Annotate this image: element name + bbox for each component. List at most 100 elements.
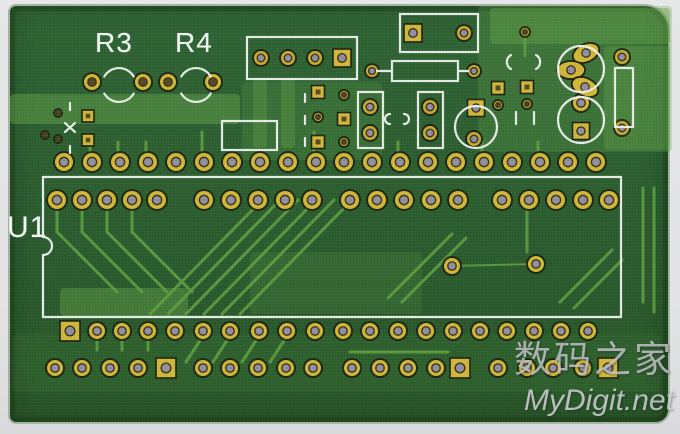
pad-hole <box>459 28 469 38</box>
pad-hole <box>198 194 210 206</box>
pad-hole <box>576 98 586 108</box>
silkscreen-path <box>103 67 135 78</box>
pad-hole <box>87 77 97 87</box>
pad-hole <box>282 156 294 168</box>
pad-hole <box>617 52 627 62</box>
copper-trace <box>572 258 624 310</box>
trace-layer <box>55 34 656 364</box>
pad-hole <box>496 194 508 206</box>
pad-hole <box>583 326 593 336</box>
pad-hole <box>469 66 479 76</box>
pad-hole <box>198 156 210 168</box>
pad-hole <box>92 326 102 336</box>
pad-hole <box>55 110 61 116</box>
copper-pour <box>250 252 422 314</box>
copper-trace <box>55 230 119 294</box>
pad-hole <box>550 194 562 206</box>
pad-hole <box>126 194 138 206</box>
pad-hole <box>422 156 434 168</box>
pad-hole <box>282 326 292 336</box>
pad-hole <box>421 326 431 336</box>
silkscreen-path <box>180 92 212 103</box>
pad-hole <box>578 363 588 373</box>
pad-hole <box>310 53 320 63</box>
copper-trace <box>400 236 468 304</box>
copper-trace <box>202 198 318 316</box>
copper-pour <box>10 94 240 124</box>
pad-hole <box>252 194 264 206</box>
pad-hole <box>562 156 574 168</box>
silkscreen-outline <box>613 66 635 129</box>
pad-hole <box>447 261 457 271</box>
pad-hole <box>55 136 61 142</box>
pad-hole <box>308 363 318 373</box>
pad-hole <box>425 194 437 206</box>
silkscreen-path <box>103 92 135 103</box>
pad-hole <box>478 156 490 168</box>
pad-hole <box>529 326 539 336</box>
pad-hole <box>105 363 115 373</box>
pad-hole <box>117 326 127 336</box>
pad-hole <box>365 102 375 112</box>
silkscreen-path <box>180 67 212 78</box>
pad-hole <box>365 326 375 336</box>
pad-hole <box>502 326 512 336</box>
silkscreen-path <box>534 53 542 71</box>
pad-hole <box>51 194 63 206</box>
pad-hole <box>142 156 154 168</box>
pad-hole <box>133 363 143 373</box>
pad-hole <box>151 194 163 206</box>
pad-hole <box>315 139 321 145</box>
silkscreen-layer <box>41 12 635 319</box>
component-label-r4: R4 <box>175 27 213 58</box>
pad-hole <box>86 156 98 168</box>
pad-hole <box>114 156 126 168</box>
pad-hole <box>523 194 535 206</box>
pad-hole <box>283 53 293 63</box>
pad-hole <box>315 114 321 120</box>
silkscreen-circle <box>556 44 606 94</box>
silkscreen-outline <box>220 119 279 152</box>
pad-hole <box>256 53 266 63</box>
pad-layer <box>40 23 631 379</box>
silkscreen-outline <box>245 35 359 81</box>
pad-hole <box>341 116 347 122</box>
pad-hole <box>254 326 264 336</box>
pad-hole <box>534 156 546 168</box>
pad-hole <box>225 363 235 373</box>
component-label-r3: R3 <box>95 27 133 58</box>
pad-hole <box>198 326 208 336</box>
pad-hole <box>160 362 172 374</box>
pad-hole <box>306 194 318 206</box>
pad-hole <box>338 156 350 168</box>
pad-hole <box>310 326 320 336</box>
pad-hole <box>253 363 263 373</box>
pad-hole <box>101 194 113 206</box>
pad-hole <box>590 156 602 168</box>
silkscreen-outline <box>356 90 385 150</box>
pad-hole <box>448 326 458 336</box>
pad-hole <box>341 92 347 98</box>
copper-pour <box>253 78 267 148</box>
pad-hole <box>452 194 464 206</box>
pad-hole <box>531 259 541 269</box>
silkscreen-outline <box>390 59 460 83</box>
pad-hole <box>76 194 88 206</box>
pad-hole <box>336 52 348 64</box>
copper-trace <box>220 198 336 316</box>
silkscreen-path <box>402 112 411 126</box>
copper-trace <box>558 248 614 304</box>
copper-pour <box>490 8 670 44</box>
copper-trace <box>238 198 354 316</box>
pad-hole <box>344 194 356 206</box>
pad-hole <box>226 156 238 168</box>
pad-hole <box>556 326 566 336</box>
pad-hole <box>603 194 615 206</box>
silkscreen-mark <box>63 121 77 134</box>
silkscreen-circle <box>556 95 606 145</box>
pad-hole <box>198 363 208 373</box>
pad-hole <box>208 77 218 87</box>
copper-trace <box>148 198 264 316</box>
